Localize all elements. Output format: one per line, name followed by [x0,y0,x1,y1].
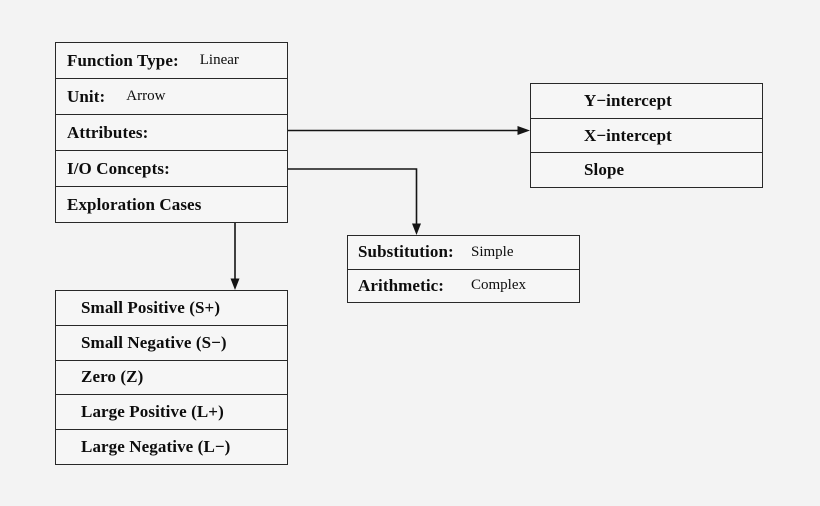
y-intercept-item: Y−intercept [531,84,762,118]
unit-value: Arrow [126,88,166,104]
attributes-label: Attributes: [67,122,149,142]
substitution-label: Substitution: [358,242,454,262]
case-small-positive-item: Small Positive (S+) [56,291,287,325]
case-large-positive-label: Large Positive (L+) [81,402,224,422]
case-small-negative-label: Small Negative (S−) [81,332,227,352]
attributes-row: Attributes: [56,114,287,150]
exploration-cases-label: Exploration Cases [67,194,202,214]
attributes-list-box: Y−intercept X−intercept Slope [530,83,763,188]
y-intercept-label: Y−intercept [584,90,672,110]
slope-item: Slope [531,152,762,187]
unit-row: Unit: Arrow [56,78,287,114]
case-zero-label: Zero (Z) [81,367,144,387]
io-concepts-box: Substitution: Simple Arithmetic: Complex [347,235,580,303]
case-small-positive-label: Small Positive (S+) [81,297,221,317]
io-concepts-row: I/O Concepts: [56,150,287,186]
slope-label: Slope [584,160,625,180]
function-type-label: Function Type: [67,50,179,70]
io-concepts-arrowhead [412,223,421,235]
x-intercept-item: X−intercept [531,117,762,153]
case-large-negative-item: Large Negative (L−) [56,429,287,464]
substitution-value: Simple [471,243,514,260]
exploration-cases-box: Small Positive (S+) Small Negative (S−) … [55,290,288,465]
function-type-value: Linear [199,52,239,68]
unit-label: Unit: [67,86,106,106]
exploration-cases-row: Exploration Cases [56,186,287,222]
case-large-positive-item: Large Positive (L+) [56,394,287,429]
arithmetic-value: Complex [471,277,526,294]
case-small-negative-item: Small Negative (S−) [56,324,287,360]
exploration-cases-arrowhead [230,278,240,290]
function-type-row: Function Type: Linear [56,43,287,78]
arithmetic-row: Arithmetic: Complex [348,268,579,303]
case-large-negative-label: Large Negative (L−) [81,437,231,457]
attributes-arrowhead [517,126,530,135]
substitution-row: Substitution: Simple [348,236,579,269]
io-concepts-label: I/O Concepts: [67,158,170,178]
x-intercept-label: X−intercept [584,125,672,145]
case-zero-item: Zero (Z) [56,359,287,395]
arithmetic-label: Arithmetic: [358,275,445,295]
function-properties-box: Function Type: Linear Unit: Arrow Attrib… [55,42,288,223]
